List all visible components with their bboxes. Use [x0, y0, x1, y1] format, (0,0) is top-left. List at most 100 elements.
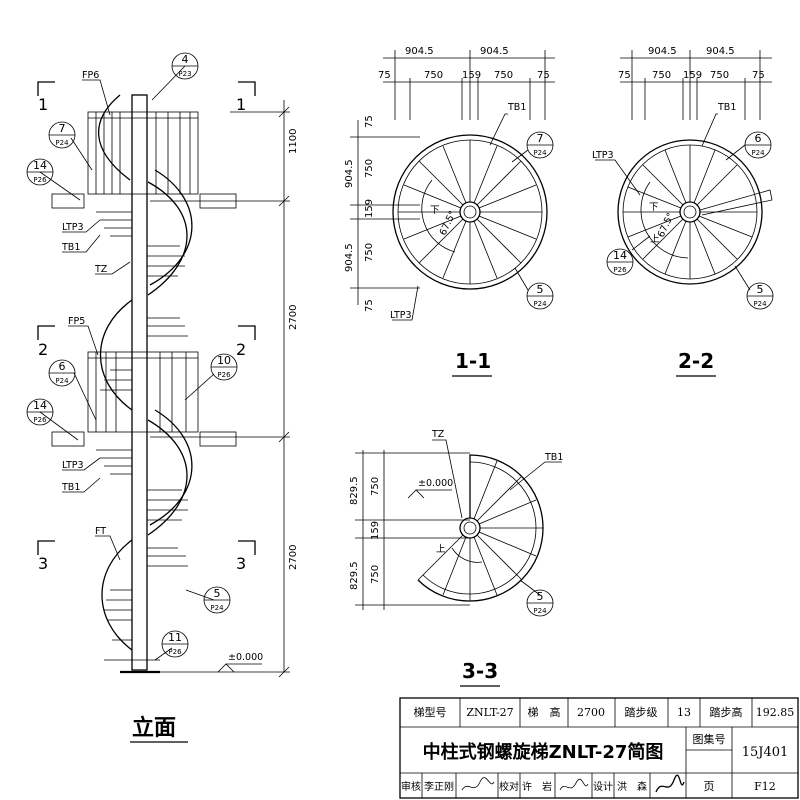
svg-text:P26: P26 [33, 416, 47, 424]
callout-14-lower: 14 P26 [26, 398, 54, 426]
plan2-dim-904-left: 904.5 [648, 46, 677, 57]
plan1-side-75-top: 75 [364, 115, 375, 128]
svg-text:7: 7 [59, 122, 66, 135]
plan1-caption: 1-1 [455, 349, 491, 373]
svg-text:5: 5 [537, 590, 544, 603]
plan1-leaders [392, 113, 529, 321]
floor-slab-middle-left [51, 431, 85, 447]
plan-2-2: 904.5 904.5 75 750 159 750 75 下 [592, 46, 774, 377]
plan2-down-label: 下 [649, 202, 659, 213]
plan1-label-ltp3: LTP3 [390, 310, 412, 321]
label-tb1-lower: TB1 [61, 482, 80, 493]
plan1-down-label: 下 [430, 205, 440, 216]
tb-label-page: 页 [704, 780, 715, 793]
plan2-dim-75-left: 75 [618, 70, 631, 81]
plan2-dim-750-left: 750 [652, 70, 671, 81]
svg-text:6: 6 [755, 132, 762, 145]
section-mark-1-right: 1 [236, 95, 246, 114]
middle-guardrail [87, 351, 199, 433]
tb-name-designer: 洪 森 [617, 780, 647, 793]
svg-text:5: 5 [757, 283, 764, 296]
tb-atlas-label: 图集号 [693, 732, 726, 746]
elevation-leaders [39, 65, 215, 661]
svg-text:P24: P24 [533, 149, 547, 157]
floor-slab-upper-left [51, 193, 85, 209]
svg-text:P24: P24 [533, 607, 547, 615]
svg-text:14: 14 [33, 159, 47, 172]
plan3-dimension-lines [355, 450, 470, 610]
plan1-side-75-bottom: 75 [364, 299, 375, 312]
tb-signature-designer [655, 774, 685, 793]
plan-3-3: 829.5 750 159 829.5 750 上 TZ TB1 [349, 429, 563, 687]
dim-1100: 1100 [288, 129, 299, 154]
plan1-side-904-bottom: 904.5 [344, 243, 355, 272]
dim-2700-lower: 2700 [288, 545, 299, 570]
plan1-dim-750-left: 750 [424, 70, 443, 81]
plan1-side-904-top: 904.5 [344, 159, 355, 188]
tb-label-model: 梯型号 [414, 705, 447, 719]
callout-4: 4 P23 [171, 52, 199, 80]
tb-label-design: 设计 [593, 780, 613, 793]
callout-5-elevation: 5 P24 [203, 586, 231, 614]
tb-signature-reviewer [461, 777, 495, 791]
svg-text:11: 11 [168, 631, 182, 644]
tb-atlas-number: 15J401 [742, 745, 789, 760]
central-column [131, 94, 148, 671]
plan3-up-label: 上 [436, 544, 446, 555]
label-fp5: FP5 [68, 316, 85, 327]
tb-label-steps: 踏步级 [625, 705, 658, 719]
plan3-dim-750-top: 750 [370, 477, 381, 496]
svg-text:P26: P26 [217, 371, 231, 379]
svg-text:6: 6 [59, 360, 66, 373]
tb-value-riser: 192.85 [756, 706, 795, 719]
tb-signature-checker [559, 778, 589, 791]
svg-text:P23: P23 [178, 70, 191, 78]
svg-text:14: 14 [613, 249, 627, 262]
plan2-callout-14: 14 P26 [606, 248, 634, 276]
svg-text:P24: P24 [210, 604, 224, 612]
section-mark-3-left: 3 [38, 554, 48, 573]
plan3-level-marker [407, 489, 452, 499]
svg-text:P26: P26 [168, 648, 182, 656]
section-marks [37, 81, 256, 555]
label-ft: FT [95, 526, 106, 537]
svg-text:5: 5 [214, 587, 221, 600]
dim-2700-upper: 2700 [288, 305, 299, 330]
elevation-view: 1100 2700 2700 1 1 2 2 3 3 [26, 52, 299, 743]
section-mark-3-right: 3 [236, 554, 246, 573]
tb-value-steps: 13 [677, 706, 691, 719]
plan3-leaders [432, 439, 562, 596]
plan3-dim-159: 159 [370, 521, 381, 540]
label-ltp3-upper: LTP3 [62, 222, 84, 233]
plan3-callout-5: 5 P24 [526, 589, 554, 617]
svg-text:14: 14 [33, 399, 47, 412]
plan2-leaders [595, 113, 751, 291]
plan2-dim-75-right: 75 [752, 70, 765, 81]
plan2-stair-circle [617, 139, 773, 285]
plan3-stair-fan [417, 454, 544, 602]
svg-text:P24: P24 [751, 149, 765, 157]
plan1-dim-750-right: 750 [494, 70, 513, 81]
ground-level-text: ±0.000 [228, 652, 263, 663]
plan-1-1: 904.5 904.5 75 750 159 750 75 75 750 904… [344, 46, 555, 377]
plan3-label-tb1: TB1 [544, 452, 563, 463]
plan1-dim-904-right: 904.5 [480, 46, 509, 57]
section-mark-2-left: 2 [38, 340, 48, 359]
svg-text:4: 4 [182, 53, 189, 66]
svg-text:P24: P24 [533, 300, 547, 308]
plan2-label-tb1: TB1 [717, 102, 736, 113]
plan2-callout-5: 5 P24 [746, 282, 774, 310]
callout-14-upper: 14 P26 [26, 158, 54, 186]
tb-value-page: F12 [754, 780, 776, 793]
spiral-handrail [97, 94, 193, 651]
title-block: 梯型号 ZNLT-27 梯 高 2700 踏步级 13 踏步高 192.85 中… [399, 697, 799, 799]
tb-value-height: 2700 [577, 706, 605, 719]
plan3-dim-829-bottom: 829.5 [349, 561, 360, 590]
plan2-callout-6: 6 P24 [744, 131, 772, 159]
plan1-callout-7: 7 P24 [526, 131, 554, 159]
plan2-dim-159: 159 [683, 70, 702, 81]
label-fp6: FP6 [82, 70, 99, 81]
plan3-dim-829-top: 829.5 [349, 476, 360, 505]
plan1-callout-5: 5 P24 [526, 282, 554, 310]
